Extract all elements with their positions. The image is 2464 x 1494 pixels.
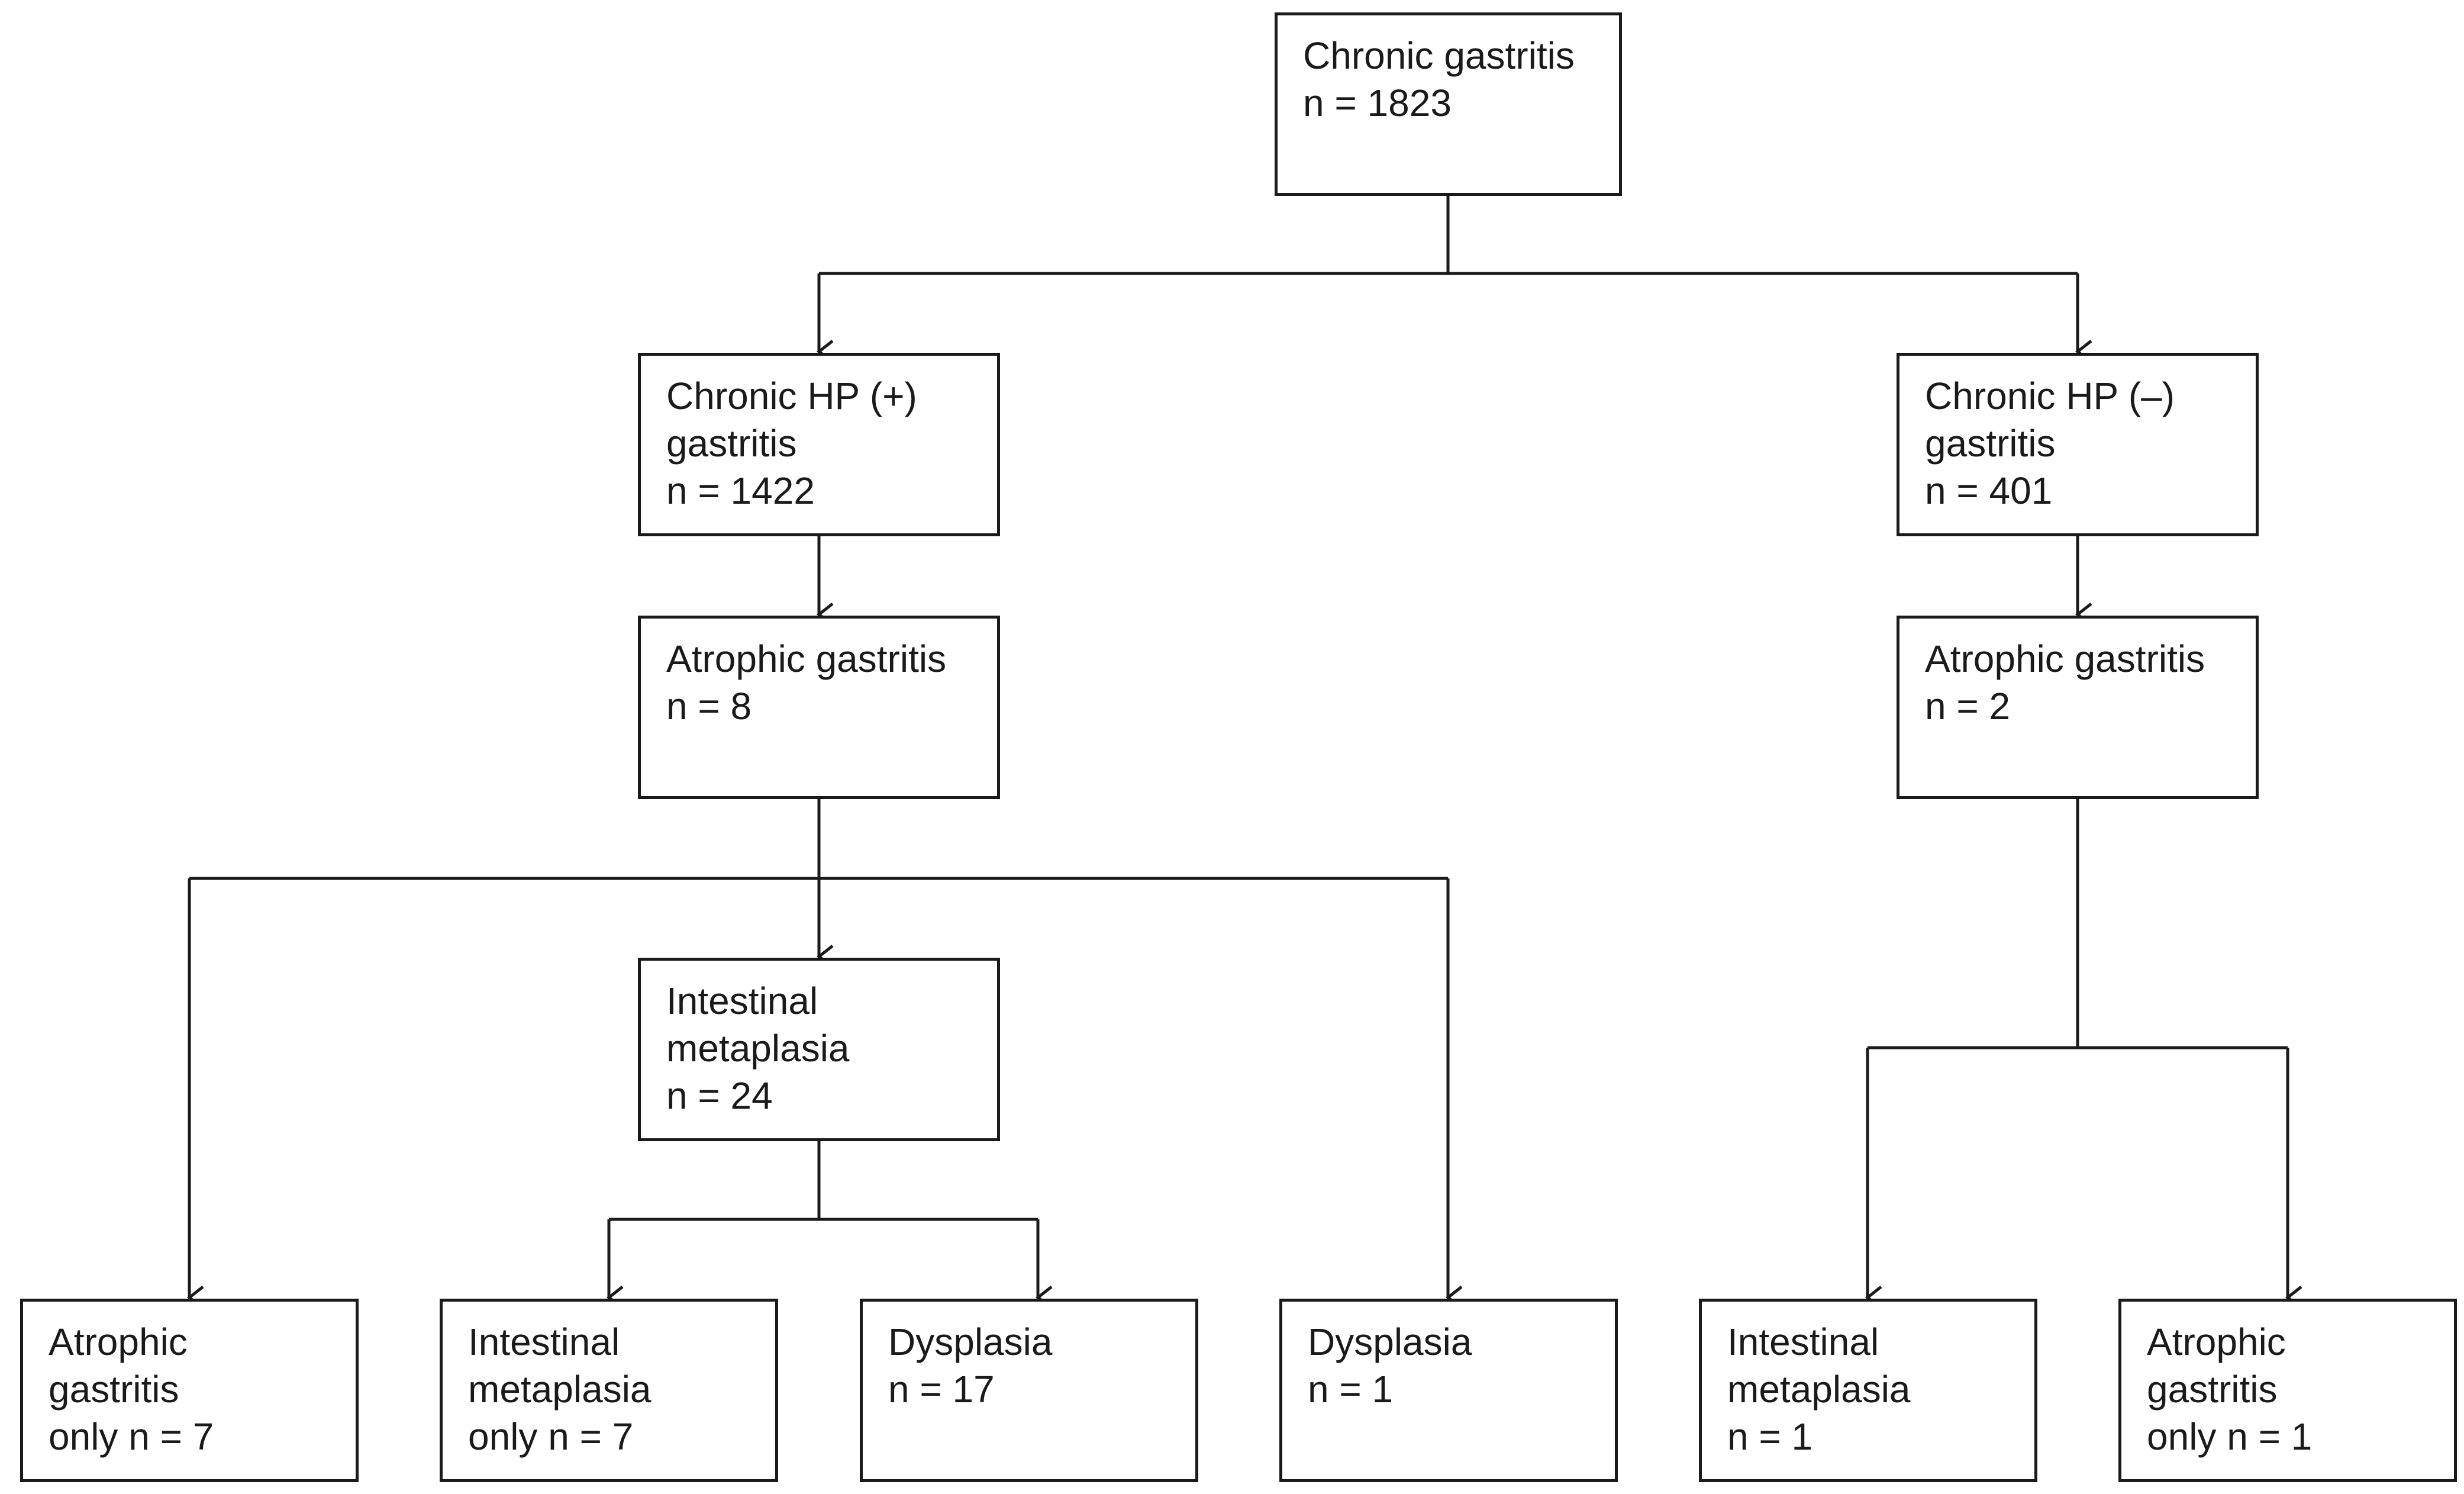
node-line: Dysplasia [1308, 1321, 1472, 1363]
node-count: n = 24 [666, 1074, 773, 1117]
node-line: Chronic HP (–) [1925, 375, 2175, 417]
node-count: only n = 1 [2147, 1415, 2313, 1458]
node-chronic-hp-negative: Chronic HP (–) gastritis n = 401 [1897, 353, 2259, 536]
node-count: n = 401 [1925, 469, 2053, 512]
node-line: gastritis [666, 422, 797, 465]
node-count: only n = 7 [468, 1415, 634, 1458]
node-count: n = 1823 [1303, 82, 1452, 124]
node-line: Atrophic [49, 1321, 188, 1363]
node-chronic-gastritis: Chronic gastritis n = 1823 [1275, 12, 1622, 196]
node-count: only n = 7 [49, 1415, 214, 1458]
node-line: gastritis [1925, 422, 2056, 465]
node-leaf-intestinal-metaplasia-negative: Intestinal metaplasia n = 1 [1699, 1299, 2037, 1482]
node-count: n = 2 [1925, 685, 2011, 727]
node-chronic-hp-positive: Chronic HP (+) gastritis n = 1422 [638, 353, 1000, 536]
node-line: Chronic gastritis [1303, 34, 1575, 77]
node-line: metaplasia [1727, 1368, 1911, 1411]
node-count: n = 1 [1727, 1415, 1813, 1458]
node-leaf-dysplasia-17: Dysplasia n = 17 [860, 1299, 1198, 1482]
node-atrophic-gastritis-negative: Atrophic gastritis n = 2 [1897, 616, 2259, 799]
node-line: metaplasia [666, 1027, 850, 1070]
node-line: gastritis [49, 1368, 179, 1411]
node-count: n = 17 [888, 1368, 995, 1411]
node-line: metaplasia [468, 1368, 652, 1411]
node-line: Chronic HP (+) [666, 375, 917, 417]
node-count: n = 8 [666, 685, 752, 727]
node-leaf-atrophic-only: Atrophic gastritis only n = 7 [20, 1299, 359, 1482]
node-line: Intestinal [666, 980, 818, 1022]
node-line: Atrophic [2147, 1321, 2286, 1363]
node-atrophic-gastritis-positive: Atrophic gastritis n = 8 [638, 616, 1000, 799]
node-line: Intestinal [1727, 1321, 1879, 1363]
node-leaf-dysplasia-1: Dysplasia n = 1 [1279, 1299, 1618, 1482]
node-leaf-atrophic-only-negative: Atrophic gastritis only n = 1 [2118, 1299, 2457, 1482]
node-intestinal-metaplasia: Intestinal metaplasia n = 24 [638, 958, 1000, 1141]
node-count: n = 1 [1308, 1368, 1394, 1411]
node-line: Intestinal [468, 1321, 620, 1363]
node-leaf-intestinal-metaplasia-only: Intestinal metaplasia only n = 7 [440, 1299, 778, 1482]
node-line: Dysplasia [888, 1321, 1053, 1363]
node-count: n = 1422 [666, 469, 815, 512]
node-line: Atrophic gastritis [1925, 637, 2205, 680]
node-line: gastritis [2147, 1368, 2278, 1411]
node-line: Atrophic gastritis [666, 637, 947, 680]
